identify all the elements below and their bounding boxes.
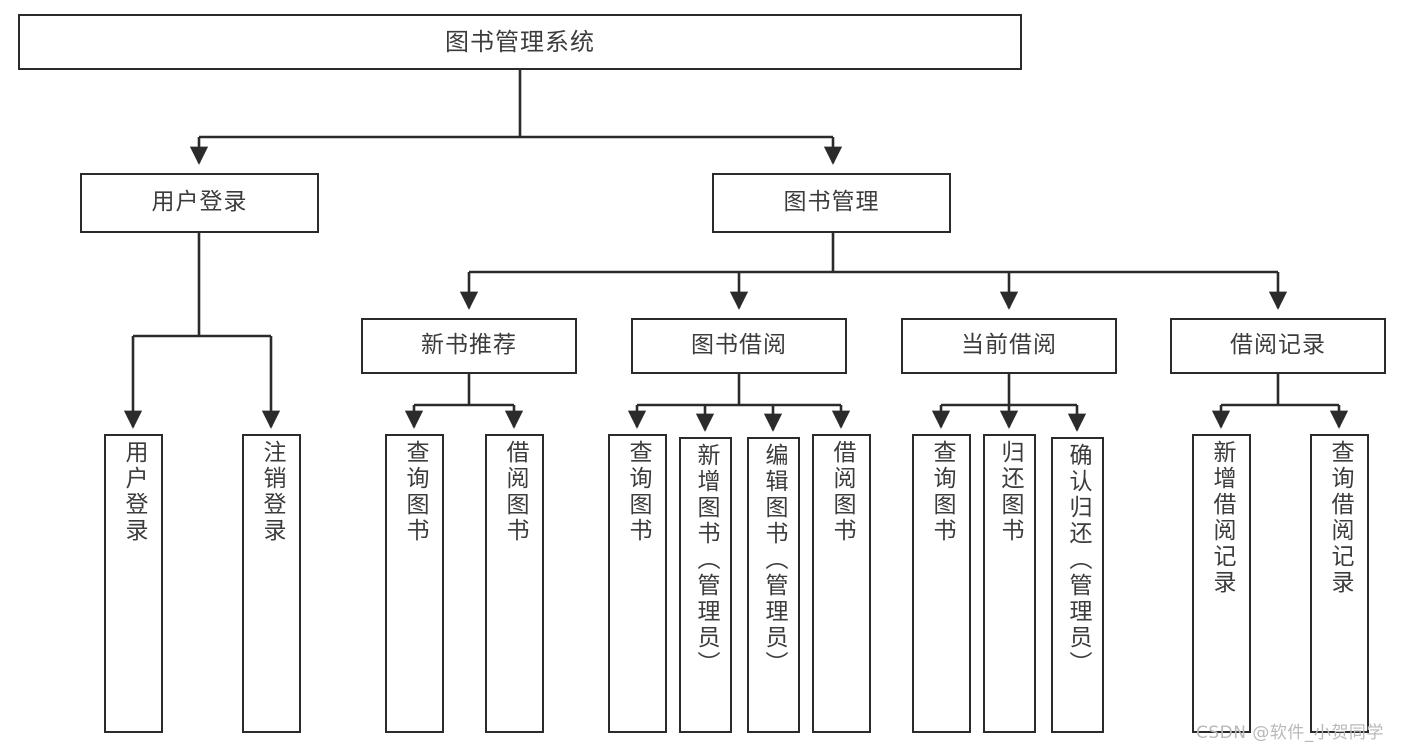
node-borrow-record[interactable]: 借阅记录: [1170, 318, 1386, 374]
node-label: 图书管理: [783, 189, 880, 216]
node-label: 编辑图书（管理员）: [761, 443, 787, 677]
node-label: 借阅记录: [1230, 332, 1326, 359]
leaf-user-login-logout[interactable]: 注销登录: [242, 434, 301, 733]
node-label: 确认归还（管理员）: [1065, 443, 1091, 677]
node-user-login[interactable]: 用户登录: [80, 173, 319, 233]
node-new-book-recommend[interactable]: 新书推荐: [361, 318, 577, 374]
node-label: 当前借阅: [961, 332, 1057, 359]
leaf-borrow-record-add-record[interactable]: 新增借阅记录: [1192, 434, 1251, 733]
node-label: 查询借阅记录: [1327, 440, 1353, 596]
node-book-borrow[interactable]: 图书借阅: [631, 318, 847, 374]
node-root-book-management-system[interactable]: 图书管理系统: [18, 14, 1022, 70]
leaf-new-book-query-book[interactable]: 查询图书: [385, 434, 444, 733]
leaf-user-login-login[interactable]: 用户登录: [104, 434, 163, 733]
leaf-book-borrow-query-book[interactable]: 查询图书: [608, 434, 667, 733]
leaf-book-borrow-add-book-admin[interactable]: 新增图书（管理员）: [679, 437, 732, 733]
node-label: 查询图书: [929, 440, 955, 544]
node-label: 图书管理系统: [445, 27, 595, 56]
node-label: 归还图书: [997, 440, 1023, 544]
node-label: 新增借阅记录: [1209, 440, 1235, 596]
leaf-current-borrow-return-book[interactable]: 归还图书: [983, 434, 1036, 733]
leaf-book-borrow-edit-book-admin[interactable]: 编辑图书（管理员）: [747, 437, 800, 733]
node-label: 图书借阅: [691, 332, 787, 359]
leaf-new-book-borrow-book[interactable]: 借阅图书: [485, 434, 544, 733]
leaf-current-borrow-query-book[interactable]: 查询图书: [912, 434, 971, 733]
node-label: 新增图书（管理员）: [693, 443, 719, 677]
node-label: 用户登录: [151, 189, 248, 216]
node-label: 借阅图书: [829, 440, 855, 544]
csdn-watermark: CSDN @软件_小贺同学: [1196, 723, 1384, 743]
leaf-borrow-record-query-record[interactable]: 查询借阅记录: [1310, 434, 1369, 733]
node-book-management[interactable]: 图书管理: [712, 173, 951, 233]
node-label: 借阅图书: [502, 440, 528, 544]
node-label: 用户登录: [121, 440, 147, 544]
node-label: 查询图书: [402, 440, 428, 544]
leaf-current-borrow-confirm-return-admin[interactable]: 确认归还（管理员）: [1051, 437, 1104, 733]
node-label: 注销登录: [259, 440, 285, 544]
node-label: 查询图书: [625, 440, 651, 544]
node-current-borrow[interactable]: 当前借阅: [901, 318, 1117, 374]
node-label: 新书推荐: [421, 332, 517, 359]
leaf-book-borrow-borrow-book[interactable]: 借阅图书: [812, 434, 871, 733]
